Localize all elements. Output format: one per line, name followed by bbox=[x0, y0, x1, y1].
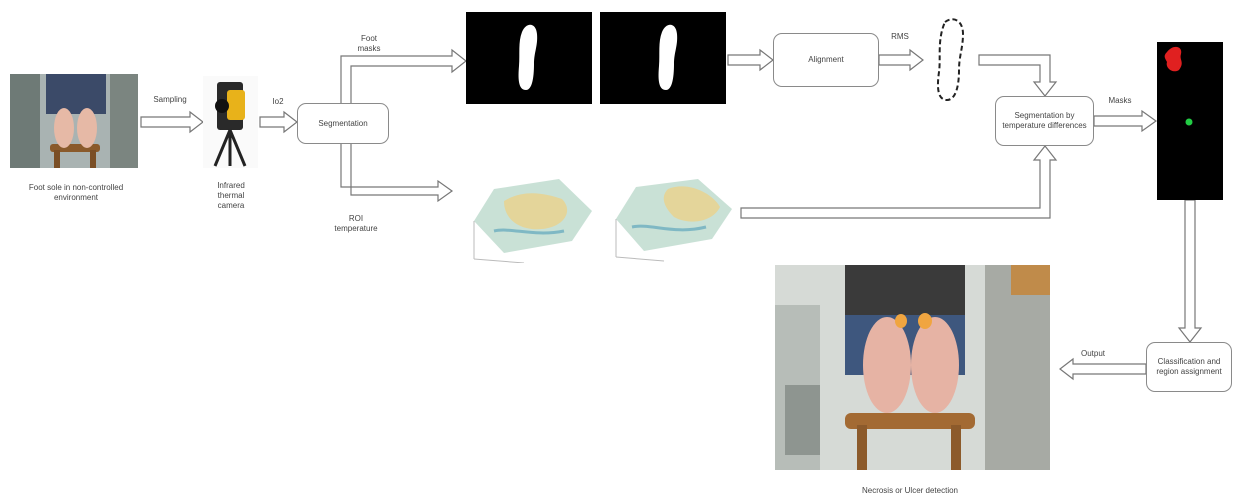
camera-caption: Infrared thermal camera bbox=[217, 181, 245, 210]
alignment-box: Alignment bbox=[773, 33, 879, 87]
output-label: Output bbox=[1080, 349, 1105, 358]
arrow-to-masks bbox=[340, 48, 467, 105]
foot-caption: Foot sole in non-controlled environment bbox=[28, 183, 124, 202]
arrow-to-roi bbox=[340, 142, 454, 203]
rms-contour-image bbox=[927, 14, 975, 104]
arrow-rms bbox=[878, 48, 924, 72]
sampling-label: Sampling bbox=[153, 95, 187, 104]
foot-mask-image-2 bbox=[600, 12, 726, 104]
arrow-output bbox=[1059, 357, 1147, 381]
arrow-to-alignment bbox=[727, 48, 774, 72]
arrow-masks bbox=[1093, 109, 1158, 133]
io2-label: Io2 bbox=[272, 97, 284, 106]
arrow-rms-to-seg bbox=[978, 54, 1058, 97]
segmentation-box: Segmentation bbox=[297, 103, 389, 144]
segmentation-by-temperature-box: Segmentation by temperature differences bbox=[995, 96, 1094, 146]
classification-box: Classification and region assignment bbox=[1146, 342, 1232, 392]
roi-temperature-surface-2 bbox=[608, 171, 740, 263]
masks-label: Masks bbox=[1108, 96, 1132, 105]
roi-temperature-label: ROI temperature bbox=[334, 214, 378, 233]
foot-sole-photo bbox=[10, 74, 138, 168]
roi-temperature-surface-1 bbox=[464, 171, 604, 263]
foot-masks-label: Foot masks bbox=[357, 34, 381, 53]
arrow-to-classification bbox=[1177, 199, 1203, 343]
masks-result-image bbox=[1157, 42, 1223, 200]
arrow-roi-to-seg bbox=[740, 145, 1058, 219]
thermal-camera-photo bbox=[203, 76, 258, 168]
arrow-sampling bbox=[140, 110, 204, 134]
arrow-io2 bbox=[259, 110, 298, 134]
result-caption: Necrosis or Ulcer detection bbox=[861, 486, 959, 495]
detection-result-photo bbox=[775, 265, 1050, 470]
rms-label: RMS bbox=[891, 32, 909, 41]
foot-mask-image-1 bbox=[466, 12, 592, 104]
